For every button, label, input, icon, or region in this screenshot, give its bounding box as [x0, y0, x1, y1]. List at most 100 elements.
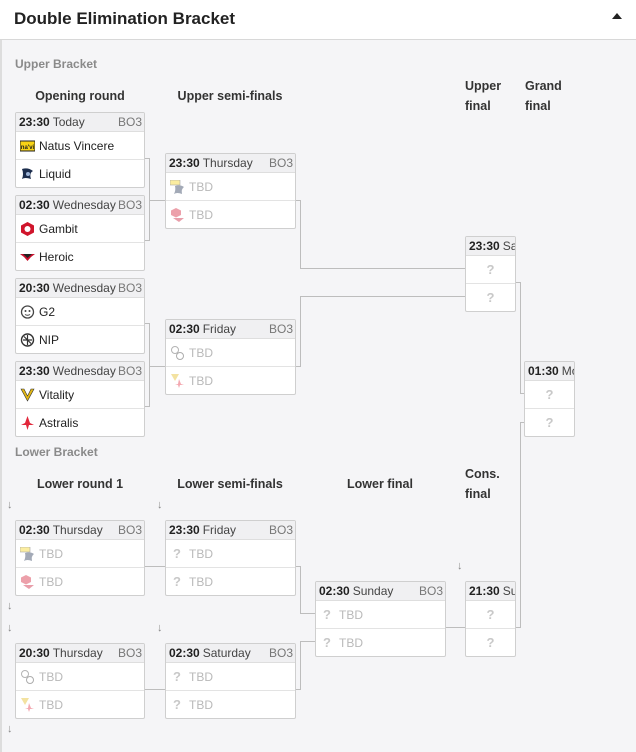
round-lower-final: Lower final [347, 477, 413, 491]
team-row[interactable]: NIP [16, 326, 144, 353]
team-row[interactable]: Liquid [16, 160, 144, 187]
team-row[interactable]: na'vi Natus Vincere [16, 132, 144, 160]
question-mark-icon: ? [323, 607, 331, 622]
match-time: 23:30 [19, 115, 50, 129]
team-row[interactable]: Gambit [16, 215, 144, 243]
team-row[interactable]: TBD [166, 201, 295, 228]
match-day: Wednesday [52, 281, 116, 295]
connector-line [145, 323, 149, 324]
team-row[interactable]: G2 [16, 298, 144, 326]
team-row[interactable]: ? [525, 409, 574, 436]
team-row[interactable]: TBD [16, 691, 144, 718]
match-time: 23:30 [19, 364, 50, 378]
drop-arrow-icon: ↓ [7, 723, 13, 735]
team-row[interactable]: ? TBD [316, 601, 445, 629]
team-row[interactable]: ? [466, 284, 515, 311]
team-name: NIP [39, 333, 60, 347]
connector-line [149, 323, 150, 407]
connector-line [300, 200, 301, 269]
question-mark-icon: ? [486, 262, 495, 277]
team-row[interactable]: Heroic [16, 243, 144, 270]
match-grand-final[interactable]: 01:30Mon ? ? [524, 361, 575, 437]
drop-arrow-icon: ↓ [7, 499, 13, 511]
team-name: TBD [39, 547, 63, 561]
nip-logo-icon [20, 333, 35, 347]
round-cons-final-2: final [465, 487, 491, 501]
connector-line [300, 268, 465, 269]
gambit-logo-icon [21, 222, 34, 236]
round-upper-final-1: Upper [465, 79, 502, 93]
match-day: Sun [502, 584, 515, 598]
team-row[interactable]: ? [525, 381, 574, 409]
team-row[interactable]: ?TBD [166, 691, 295, 718]
match-header: 01:30Mon [525, 362, 574, 381]
team-row[interactable]: ? [466, 629, 515, 656]
bracket-header: Double Elimination Bracket [0, 0, 636, 40]
connector-line [300, 296, 465, 297]
team-row[interactable]: ?TBD [166, 663, 295, 691]
team-row[interactable]: TBD [16, 568, 144, 595]
team-row[interactable]: TBD [16, 663, 144, 691]
question-mark-icon: ? [545, 387, 554, 402]
vitality-astralis-logo-icon [171, 374, 184, 388]
connector-line [145, 406, 149, 407]
connector-line [145, 240, 149, 241]
drop-arrow-icon: ↓ [157, 499, 163, 511]
heroic-logo-icon [20, 254, 35, 261]
drop-arrow-icon: ↓ [157, 622, 163, 634]
team-row[interactable]: TBD [166, 367, 295, 394]
team-row[interactable]: ?TBD [166, 568, 295, 595]
team-row[interactable]: ?TBD [166, 540, 295, 568]
match-day: Wednesday [52, 364, 116, 378]
team-name: TBD [339, 636, 363, 650]
drop-arrow-icon: ↓ [457, 560, 463, 572]
connector-line [145, 566, 165, 567]
match-time: 01:30 [528, 364, 559, 378]
team-name: G2 [39, 305, 56, 319]
team-row[interactable]: ?TBD [316, 629, 445, 656]
team-name: TBD [189, 346, 213, 360]
team-name: TBD [39, 670, 63, 684]
round-cons-final-1: Cons. [465, 467, 500, 481]
team-row[interactable]: Vitality [16, 381, 144, 409]
g2-nip-logo-icon [171, 346, 184, 360]
svg-text:na'vi: na'vi [21, 145, 35, 151]
connector-line [296, 566, 300, 567]
team-name: TBD [189, 547, 213, 561]
collapse-caret-icon[interactable] [612, 13, 622, 19]
match-format: BO3 [266, 320, 293, 338]
match-day: Thursday [52, 523, 103, 537]
team-row[interactable]: ? [466, 601, 515, 629]
match-time: 23:30 [169, 156, 200, 170]
connector-line [300, 641, 315, 642]
match-time: 21:30 [469, 584, 500, 598]
team-row[interactable]: TBD [166, 339, 295, 367]
team-name: TBD [339, 608, 363, 622]
team-row[interactable]: TBD [16, 540, 144, 568]
team-row[interactable]: Astralis [16, 409, 144, 436]
team-row[interactable]: ? [466, 256, 515, 284]
match-format: BO3 [115, 279, 142, 297]
team-row[interactable]: TBD [166, 173, 295, 201]
vitality-astralis-logo-icon [21, 698, 34, 712]
